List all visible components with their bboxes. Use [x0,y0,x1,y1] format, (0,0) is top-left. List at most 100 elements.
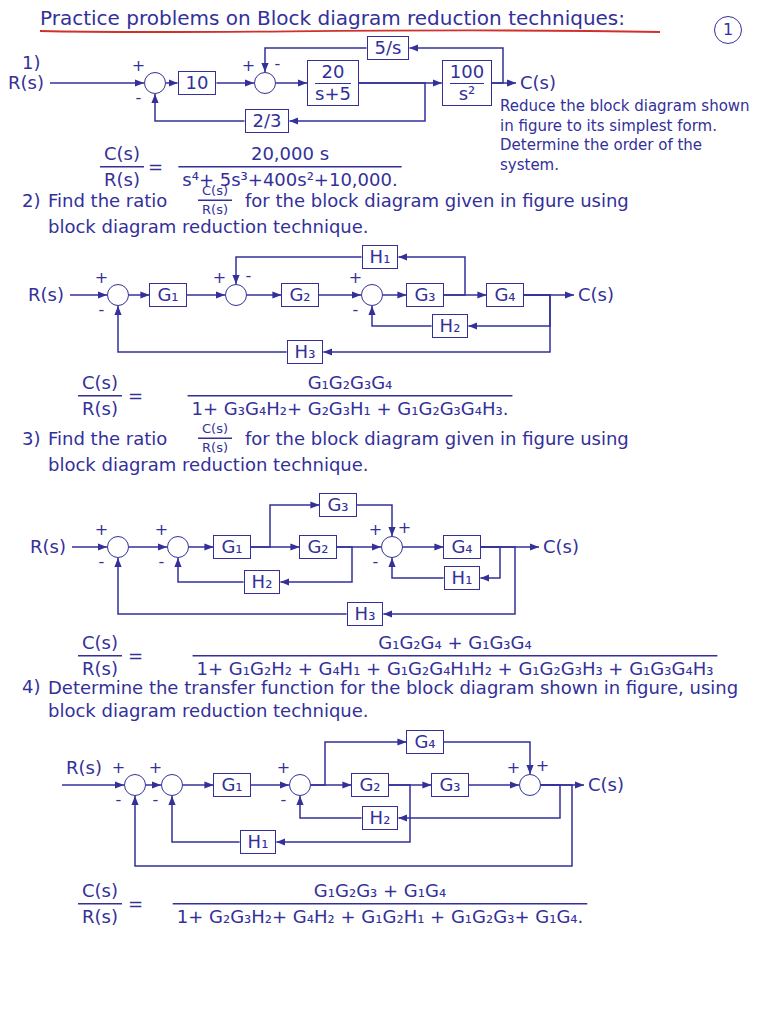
summing-junction: +- [107,536,129,558]
block-label: G₁ [221,537,242,558]
transfer-block: 2/3 [245,109,290,134]
junction-sign: + [132,58,145,74]
block-label: 10 [186,73,209,94]
fraction-bar [178,166,401,168]
transfer-block: G₂ [351,773,388,798]
junction-sign: + [277,760,290,776]
junction-sign: - [281,792,287,808]
block-label: G₃ [439,775,460,796]
signal-arrow [392,558,444,578]
junction-sign: + [95,270,108,286]
block-label: G₂ [307,537,328,558]
summing-junction: +- [254,72,276,94]
label-text: for the block diagram given in figure us… [245,190,629,212]
signal-arrow [372,306,432,326]
junction-sign: + [213,270,226,286]
junction-sign: + [536,758,549,774]
junction-sign: + [369,522,382,538]
signal-arrow [183,784,213,786]
block-label: s+5 [315,84,351,105]
label-text: Determine the transfer function for the … [48,676,748,723]
label-text: R(s) [202,202,228,218]
block-label: G₄ [451,537,472,558]
transfer-block: G₁ [213,773,250,798]
junction-sign: - [116,792,122,808]
junction-sign: - [353,302,359,318]
fraction-bar [173,903,588,905]
fraction-bar [78,395,122,397]
signal-arrow [189,546,213,548]
junction-sign: - [275,56,281,72]
block-label: 2/3 [253,111,282,132]
label-text: Reduce the block diagram shown in figure… [500,97,760,175]
fraction-bar [188,395,513,397]
junction-sign: + [149,760,162,776]
signal-arrow [251,784,289,786]
block-label: 1 [723,22,733,38]
label-text: Find the ratio [48,428,167,450]
signal-arrow [118,306,287,352]
signal-arrow [118,558,347,614]
fraction-bar [198,438,232,440]
block-label: H₃ [295,342,316,363]
input-arrow [72,546,107,548]
signal-arrow [172,796,240,842]
junction-sign: + [155,522,168,538]
block-label: H₁ [452,568,473,589]
label-text: C(s) [104,143,140,165]
block-label: G₂ [359,775,380,796]
label-text: 3) [22,428,40,450]
signal-arrow [129,546,167,548]
block-label: H₂ [252,572,273,593]
label-text: 1) [22,52,40,74]
signal-arrow [403,546,443,548]
label-text: = [128,385,143,407]
label-text: 1+ G₁G₂H₂ + G₄H₁ + G₁G₂G₄H₁H₂ + G₁G₂G₃H₃… [197,658,714,680]
transfer-block: G₂ [299,535,336,560]
label-text: C(s) [82,632,118,654]
junction-sign: + [95,522,108,538]
label-text: block diagram reduction technique. [48,216,369,238]
transfer-block: H₃ [287,340,324,365]
label-text: R(s) [28,284,64,306]
label-text: C(s) [202,421,228,437]
transfer-block: G₃ [431,773,468,798]
transfer-block: 5/s [367,36,410,61]
block-label: H₁ [370,247,391,268]
junction-sign: + [507,760,520,776]
summing-junction: ++- [381,536,403,558]
label-text: = [128,645,143,667]
signal-arrow [319,294,361,296]
transfer-block: G₂ [281,283,318,308]
signal-arrow [236,257,362,284]
transfer-block: G₁ [213,535,250,560]
junction-sign: + [349,270,362,286]
label-text: C(s) [543,536,579,558]
transfer-block: G₃ [319,493,356,518]
label-text: C(s) [588,774,624,796]
block-label: s² [450,84,484,105]
label-text: = [128,893,143,915]
label-text: for the block diagram given in figure us… [245,428,629,450]
block-label: 20 [315,62,351,84]
label-text: R(s) [82,906,118,928]
input-arrow [70,294,107,296]
junction-sign: + [398,520,411,536]
summing-junction: +- [167,536,189,558]
page-title: Practice problems on Block diagram reduc… [40,6,625,30]
block-label: G₂ [289,285,310,306]
summing-junction: +- [361,284,383,306]
transfer-block: H₂ [362,806,399,831]
summing-junction: +- [107,284,129,306]
block-label: G₁ [221,775,242,796]
label-text: R(s) [82,658,118,680]
label-text: R(s) [30,536,66,558]
summing-junction: +- [289,774,311,796]
signal-arrow [178,558,244,582]
signal-arrow [166,82,178,84]
transfer-block: H₂ [432,314,469,339]
transfer-block: G₁ [149,283,186,308]
block-label: G₃ [414,285,435,306]
